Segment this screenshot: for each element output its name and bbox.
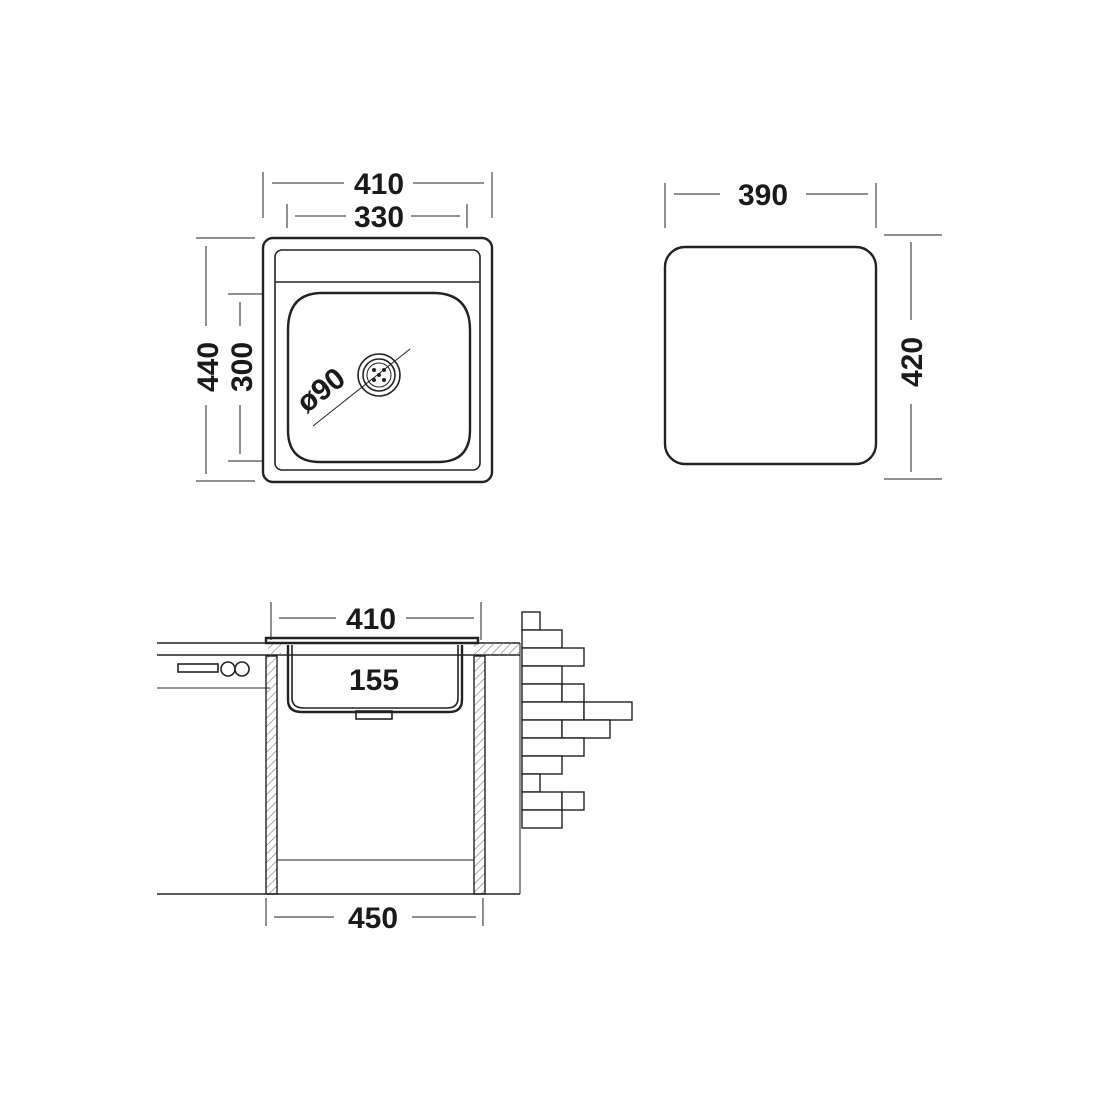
drain: ø90 <box>291 348 411 427</box>
cabinet-width-label: 450 <box>348 902 398 935</box>
drain-outlet <box>355 710 393 720</box>
cutout-width-label: 390 <box>738 179 788 212</box>
inner-height-label: 300 <box>226 342 259 392</box>
dim-inner-height: 300 <box>226 293 264 462</box>
cutout-height-label: 420 <box>896 337 929 387</box>
drain-diameter-label: ø90 <box>291 362 352 420</box>
dim-top-inner-width: 330 <box>286 201 468 234</box>
dim-top-outer-width: 410 <box>262 168 493 218</box>
top-inner-width-label: 330 <box>354 201 404 234</box>
dim-cabinet-width: 450 <box>265 898 484 935</box>
cabinet <box>157 643 521 895</box>
top-view: 410 330 440 300 <box>192 168 494 484</box>
stove-knob-icon <box>234 661 250 677</box>
stove-knob-icon <box>220 661 236 677</box>
dim-cutout-height: 420 <box>884 234 942 480</box>
sink-top-outline <box>261 236 494 484</box>
side-depth-label: 155 <box>349 664 399 697</box>
side-view: 410 155 <box>157 602 633 935</box>
outer-height-label: 440 <box>192 342 225 392</box>
side-sink-width-label: 410 <box>346 603 396 636</box>
brick-wall <box>521 611 633 829</box>
top-outer-width-label: 410 <box>354 168 404 201</box>
stove-panel <box>157 661 270 689</box>
cutout-outline <box>663 245 878 466</box>
dim-side-sink-width: 410 <box>270 602 482 640</box>
dim-cutout-width: 390 <box>664 179 877 228</box>
cutout-view: 390 420 <box>663 179 942 480</box>
sink-basin-profile: 155 <box>264 636 480 720</box>
dim-outer-height: 440 <box>192 237 255 482</box>
